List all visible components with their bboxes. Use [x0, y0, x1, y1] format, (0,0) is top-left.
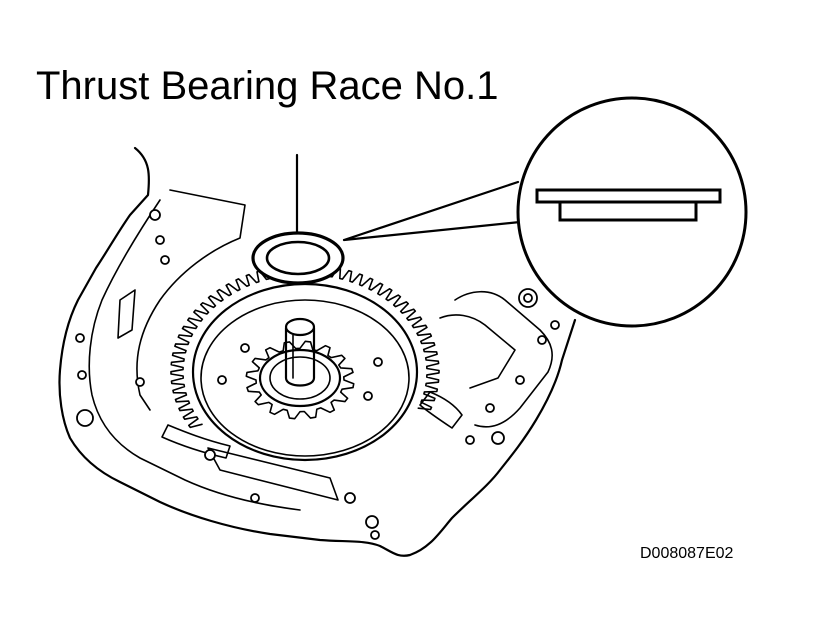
ring-gear [170, 264, 440, 429]
race-cross-section-icon [535, 188, 722, 222]
bolt-hole [160, 255, 170, 265]
bolt-hole [537, 335, 547, 345]
housing-slot [161, 424, 231, 459]
part-label: Thrust Bearing Race No.1 [36, 64, 499, 108]
bolt-hole [250, 493, 260, 503]
callout-wedge [342, 180, 522, 242]
bolt-hole [550, 320, 560, 330]
carrier-hole [217, 375, 227, 385]
housing-rib [207, 447, 339, 501]
housing-channel [117, 289, 136, 339]
bolt-hole [485, 403, 495, 413]
bolt-hole [135, 377, 145, 387]
housing-right-flange-inner [439, 314, 516, 389]
bolt-hole [149, 209, 161, 221]
input-shaft-end [284, 317, 316, 337]
housing-rib-right [419, 391, 463, 429]
sun-gear-hub [258, 348, 342, 408]
carrier-hole [363, 391, 373, 401]
bolt-hole [491, 431, 505, 445]
input-shaft [284, 326, 316, 387]
carrier-hole [373, 357, 383, 367]
sun-gear-hub-inner [269, 356, 331, 400]
bolt-hole [344, 492, 356, 504]
bolt-hole [76, 409, 94, 427]
ring-gear-teeth [170, 264, 440, 429]
housing-inner-lip [88, 199, 301, 511]
bolt-hole [365, 515, 379, 529]
bolt-hole [155, 235, 165, 245]
carrier-hole [240, 343, 250, 353]
planetary-carrier-disc [191, 282, 419, 462]
planetary-carrier-rim [200, 299, 410, 457]
thrust-bearing-race-icon [251, 231, 345, 285]
sun-gear-teeth [245, 340, 355, 420]
figure-code: D008087E02 [640, 545, 734, 562]
bolt-hole [465, 435, 475, 445]
bolt-hole [523, 293, 533, 303]
housing-outer-outline [58, 146, 577, 557]
bolt-hole [77, 370, 87, 380]
bolt-hole [515, 375, 525, 385]
bolt-hole [75, 333, 85, 343]
housing-web [136, 189, 246, 411]
housing-right-flange [454, 290, 553, 428]
bolt-hole [370, 530, 380, 540]
sun-gear [245, 340, 355, 420]
bolt-hole [204, 449, 216, 461]
